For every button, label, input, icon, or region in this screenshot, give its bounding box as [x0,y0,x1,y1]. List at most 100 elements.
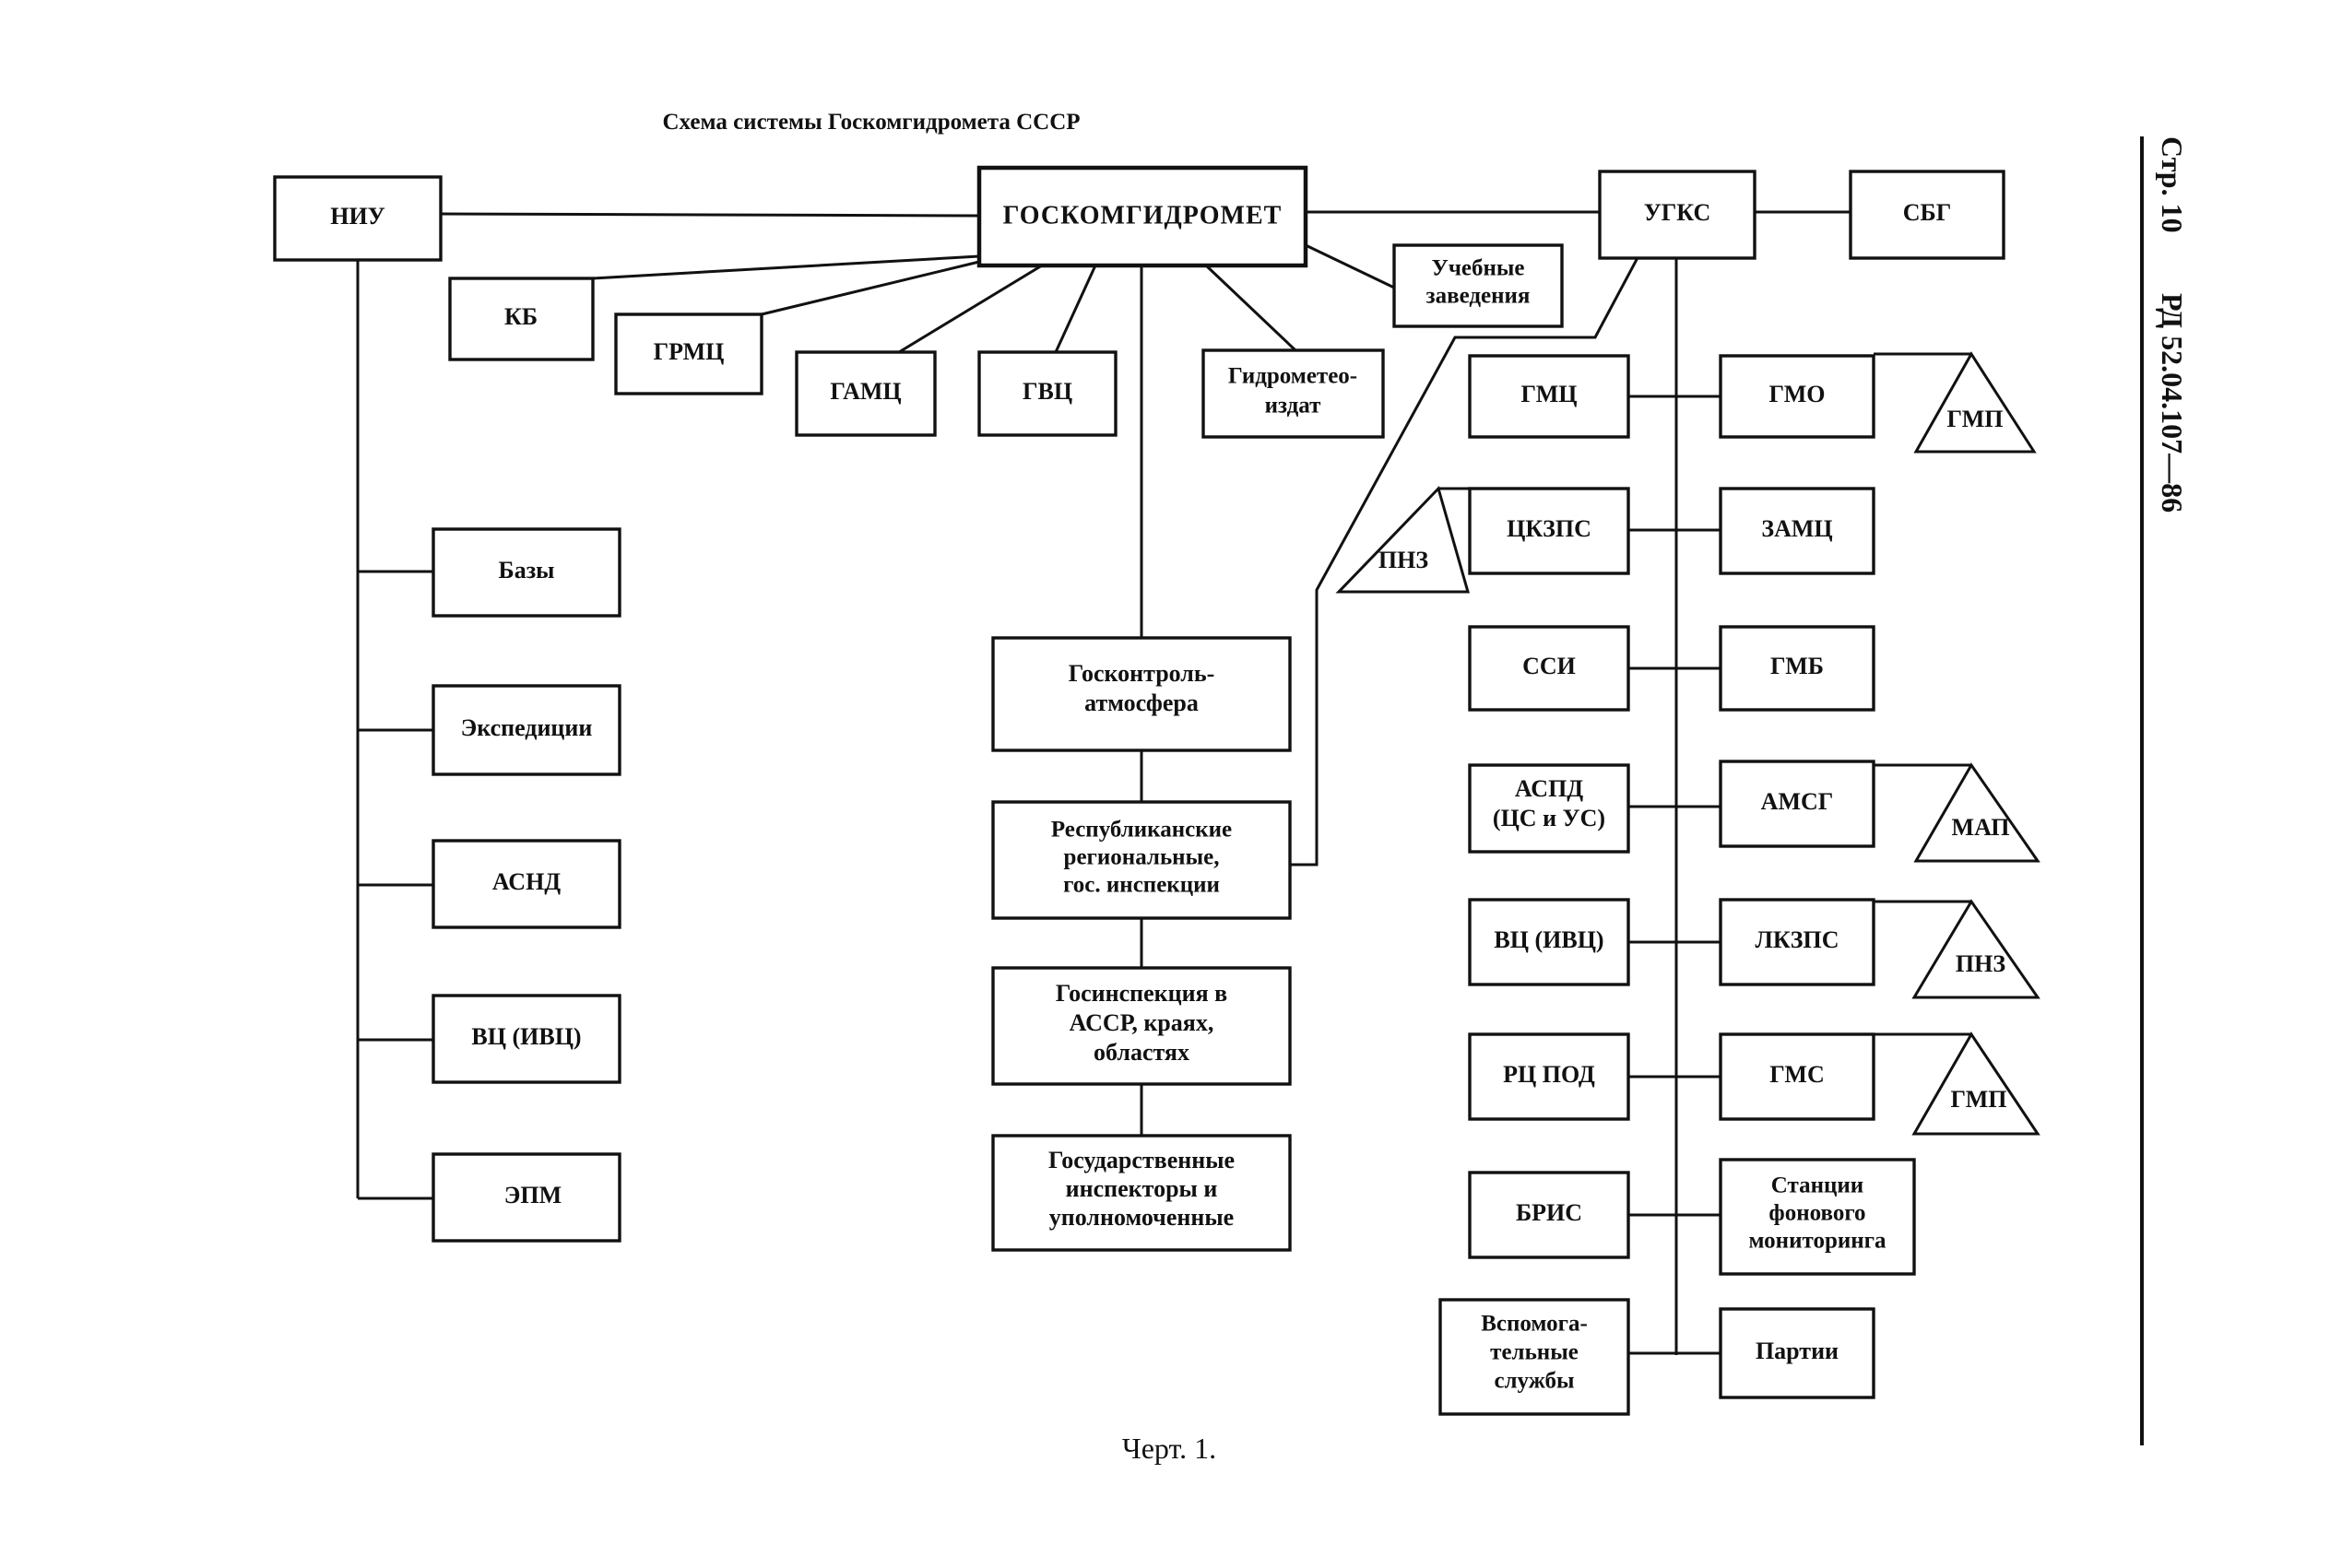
triangle-label: ПНЗ [1956,950,2005,977]
node-gmb: ГМБ [1719,625,1875,712]
node-gmc: ГМЦ [1468,354,1630,439]
node-label-line: заведения [1426,284,1531,309]
triangle-label: ПНЗ [1378,547,1428,573]
node-label: ЗАМЦ [1761,515,1832,542]
connector-center-izdat [1204,264,1297,352]
node-label: АСНД [492,868,561,895]
node-label-line: Государственные [1048,1147,1235,1173]
node-label-line: гос. инспекции [1063,873,1220,898]
node-label: РЦ ПОД [1503,1061,1595,1088]
node-kb: КБ [448,277,595,361]
node-label: БРИС [1516,1199,1582,1226]
node-ssi: ССИ [1468,625,1630,712]
node-label-line: Госинспекция в [1056,980,1227,1007]
node-ckzps: ЦКЗПС [1468,487,1630,575]
connector-center-grmc [761,260,980,316]
node-label-line: службы [1494,1369,1574,1394]
triangle-pnz-left: ПНЗ [1335,486,1470,594]
node-epm: ЭПМ [432,1152,621,1243]
node-label: ВЦ (ИВЦ) [1494,926,1603,953]
node-goskomgidromet: ГОСКОМГИДРОМЕТ [976,165,1308,268]
node-bazy: Базы [432,527,621,618]
node-label-line: инспекторы и [1066,1175,1218,1202]
node-gosinspekciya: Госинспекция в АССР, краях, областях [991,966,1292,1086]
node-asnd: АСНД [432,839,621,929]
node-vc-ivc-right: ВЦ (ИВЦ) [1468,898,1630,986]
node-label: ГМО [1769,381,1826,407]
node-grmc: ГРМЦ [614,312,763,395]
diagram-title: Схема системы Госкомгидромета СССР [662,110,1080,135]
connector-center-gamc [898,264,1043,354]
triangle-pnz-right: ПНЗ [1911,899,2040,999]
node-label-line: Учебные [1431,256,1524,281]
node-label: ССИ [1522,653,1576,679]
node-label-line: Гидрометео- [1228,364,1357,389]
node-respublikanskie: Республиканские региональные, гос. инспе… [991,800,1292,920]
node-label: НИУ [330,203,385,230]
connector-center-kb [592,254,980,280]
node-zamc: ЗАМЦ [1719,487,1875,575]
node-label: ГМС [1769,1061,1825,1088]
triangle-map: МАП [1913,762,2040,863]
node-stancii: Станции фонового мониторинга [1719,1158,1916,1276]
node-uchebnye: Учебные заведения [1392,243,1564,328]
node-label-line: тельные [1490,1340,1579,1365]
node-vspomog: Вспомога- тельные службы [1438,1298,1630,1416]
node-label: КБ [504,303,538,330]
connector-center-uchebnye [1305,243,1395,289]
node-label-line: Станции [1771,1173,1863,1198]
node-label: ЭПМ [504,1182,562,1208]
node-niu: НИУ [273,175,443,262]
node-label: СБГ [1903,199,1952,226]
node-label-line: (ЦС и УС) [1493,805,1605,831]
node-label: Базы [499,557,555,584]
node-gamc: ГАМЦ [795,350,937,437]
node-vc-ivc-left: ВЦ (ИВЦ) [432,994,621,1084]
node-ekspedicii: Экспедиции [432,684,621,776]
node-gidrometeoizdat: Гидрометео- издат [1201,348,1385,439]
node-label: ЦКЗПС [1507,515,1591,542]
connector-resp-ugks [1291,253,1641,867]
connector-center-gvc [1054,265,1097,353]
connectors [356,210,1971,1355]
side-header: Стр. 10 РД 52.04.107—86 [2156,136,2189,513]
node-label: ВЦ (ИВЦ) [471,1023,581,1050]
node-label-line: АССР, краях, [1070,1009,1214,1036]
triangle-gmp-top: ГМП [1913,351,2037,454]
node-label-line: региональные, [1064,845,1220,870]
triangle-label: МАП [1952,814,2010,841]
node-label-line: уполномоченные [1049,1204,1234,1231]
node-label-line: Республиканские [1051,818,1232,843]
page-number: Стр. 10 [2156,136,2189,233]
node-label: ГРМЦ [654,338,725,365]
node-label-line: Вспомога- [1481,1312,1588,1337]
triangle-gmp-bottom: ГМП [1911,1032,2040,1136]
node-label-line: областях [1094,1039,1189,1066]
triangle-label: ГМП [1951,1086,2007,1113]
document-number: РД 52.04.107—86 [2156,293,2189,513]
node-label: АМСГ [1761,788,1834,815]
triangle-label: ГМП [1947,406,2004,432]
node-label: Экспедиции [461,714,593,741]
node-label: ЛКЗПС [1756,926,1839,953]
node-amsg: АМСГ [1719,760,1875,848]
node-label: ГМЦ [1521,381,1578,407]
node-gvc: ГВЦ [977,350,1118,437]
node-rc-pod: РЦ ПОД [1468,1032,1630,1121]
node-gmo: ГМО [1719,354,1875,439]
node-label: ГАМЦ [830,378,901,405]
node-label-line: мониторинга [1748,1229,1886,1254]
node-bris: БРИС [1468,1171,1630,1259]
node-ugks: УГКС [1598,170,1756,260]
node-partii: Партии [1719,1307,1875,1399]
node-label-line: издат [1265,394,1321,419]
node-goskontrol: Госконтроль- атмосфера [991,636,1292,752]
node-gosudarstvennye: Государственные инспекторы и уполномочен… [991,1134,1292,1252]
node-label-line: АСПД [1515,775,1583,802]
node-label: ГОСКОМГИДРОМЕТ [1003,201,1283,230]
node-sbg: СБГ [1849,170,2005,260]
connector-niu-center [440,212,980,218]
node-label: Партии [1756,1338,1839,1364]
node-label: УГКС [1644,199,1711,226]
